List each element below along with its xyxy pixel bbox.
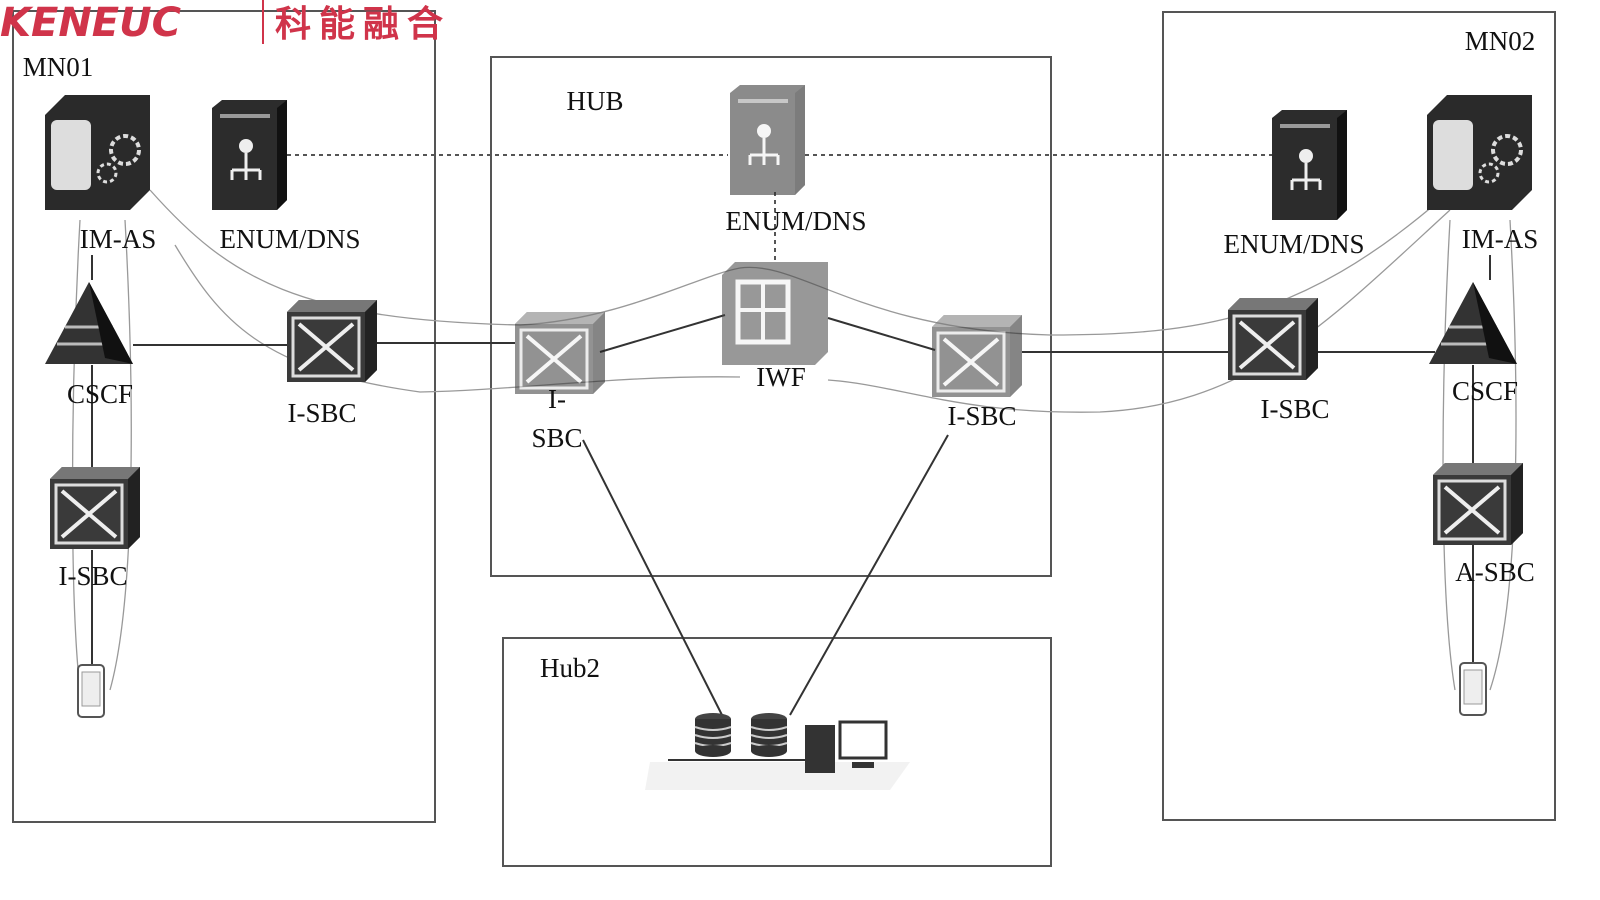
zone-label-mn02: MN02 — [1465, 26, 1536, 56]
zone-label-hub2: Hub2 — [540, 653, 600, 683]
mn01-cscf-label: CSCF — [67, 379, 133, 409]
mn02-i-sbc-icon — [1226, 296, 1320, 382]
hub2-links — [582, 434, 949, 716]
keneuc-logo: KENEUC 科能融合 — [0, 0, 451, 46]
zone-mn01 — [12, 10, 436, 823]
hub-i-sbc-right-icon — [930, 313, 1024, 399]
mn01-im-as-label: IM-AS — [80, 224, 157, 254]
mn02-enum-dns-label: ENUM/DNS — [1223, 229, 1364, 259]
zone-label-hub: HUB — [566, 86, 623, 116]
mn02-im-as-label: IM-AS — [1462, 224, 1539, 254]
mn01-enum-dns-label: ENUM/DNS — [219, 224, 360, 254]
hub-i-sbc-left-icon — [513, 310, 607, 396]
mn01-i-sbc-lower-label: I-SBC — [58, 561, 127, 591]
zone-hub2 — [502, 637, 1052, 867]
hub2-platform — [645, 762, 910, 790]
mn02-enum-dns-icon — [1270, 108, 1349, 222]
vertical-links — [91, 255, 1491, 665]
core-links — [133, 314, 1435, 353]
computer-icon — [805, 720, 888, 773]
logo-text-cn: 科能融合 — [275, 4, 451, 45]
mn01-enum-dns-icon — [210, 98, 289, 212]
signaling-curve-bottom — [174, 209, 1451, 413]
hub-i-sbc-left-label-2: SBC — [531, 423, 582, 453]
mn02-cscf-icon — [1427, 280, 1519, 366]
mn02-phone-icon — [1459, 662, 1487, 716]
database-icon-2 — [750, 712, 788, 758]
hub-i-sbc-left-label-1: I- — [548, 384, 566, 414]
mn02-im-as-server-icon — [1425, 93, 1534, 212]
zone-mn02 — [1162, 11, 1556, 821]
iwf-icon — [722, 262, 828, 365]
zone-hub — [490, 56, 1052, 577]
mn02-a-sbc-label: A-SBC — [1455, 557, 1535, 587]
mn01-i-sbc-icon — [285, 298, 379, 384]
mn01-i-sbc-lower-icon — [48, 465, 142, 551]
mn02-a-sbc-icon — [1431, 461, 1525, 547]
hub-enum-dns-label: ENUM/DNS — [725, 206, 866, 236]
mn01-phone-icon — [77, 664, 105, 718]
zone-label-mn01: MN01 — [23, 52, 94, 82]
logo-text-en: KENEUC — [0, 0, 181, 46]
mn01-i-sbc-label: I-SBC — [287, 398, 356, 428]
hub-enum-dns-icon — [728, 83, 807, 197]
mn01-im-as-server-icon — [43, 93, 152, 212]
mn02-i-sbc-label: I-SBC — [1260, 394, 1329, 424]
mn02-cscf-label: CSCF — [1452, 376, 1518, 406]
mn01-cscf-icon — [43, 280, 135, 366]
hub-iwf-label: IWF — [756, 362, 806, 392]
hub-i-sbc-right-label: I-SBC — [947, 401, 1016, 431]
database-icon-1 — [694, 712, 732, 758]
